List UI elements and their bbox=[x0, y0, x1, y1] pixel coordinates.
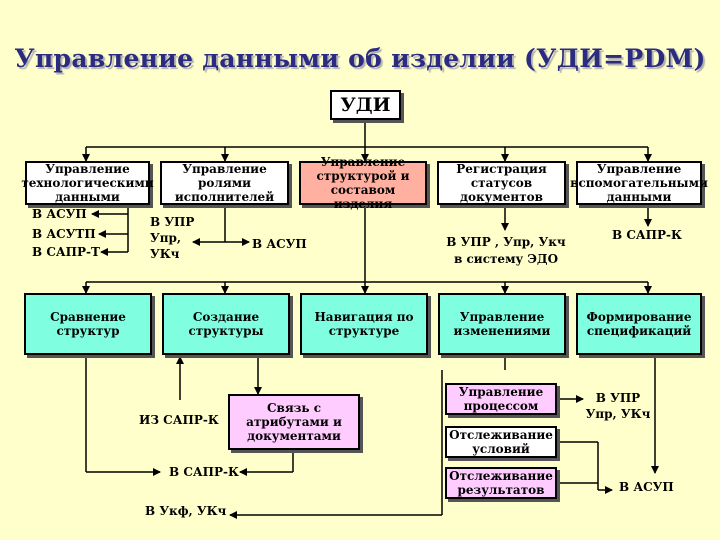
label-upr-edo: В УПР , Упр, Укч в систему ЭДО bbox=[446, 235, 566, 266]
conditions-box: Отслеживание условий bbox=[445, 426, 557, 458]
create-label: Создание структуры bbox=[188, 310, 264, 338]
root-box: УДИ bbox=[330, 90, 401, 120]
aux-data-label: Управление вспомогательными данными bbox=[570, 162, 708, 204]
conditions-label: Отслеживание условий bbox=[449, 428, 553, 456]
changes-box: Управление изменениями bbox=[438, 293, 566, 355]
label-upr-roles: В УПР Упр, УКч bbox=[150, 215, 195, 261]
roles-box: Управление ролями исполнителей bbox=[160, 161, 289, 205]
results-box: Отслеживание результатов bbox=[445, 467, 557, 499]
links-label: Связь с атрибутами и документами bbox=[246, 401, 342, 443]
root-label: УДИ bbox=[340, 94, 391, 116]
process-label: Управление процессом bbox=[458, 385, 544, 413]
label-asutp: В АСУТП bbox=[32, 227, 96, 241]
status-label: Регистрация статусов документов bbox=[456, 162, 547, 204]
tech-data-label: Управление технологическими данными bbox=[21, 162, 154, 204]
create-box: Создание структуры bbox=[162, 293, 290, 355]
label-v-ukf: В Укф, УКч bbox=[145, 504, 227, 518]
label-asup-tech: В АСУП bbox=[32, 207, 87, 221]
label-v-sapr-k: В САПР-К bbox=[169, 465, 239, 479]
tech-data-box: Управление технологическими данными bbox=[21, 161, 154, 205]
navigate-label: Навигация по структуре bbox=[314, 310, 414, 338]
roles-label: Управление ролями исполнителей bbox=[174, 162, 275, 204]
aux-data-box: Управление вспомогательными данными bbox=[570, 161, 708, 205]
status-box: Регистрация статусов документов bbox=[437, 161, 566, 205]
results-label: Отслеживание результатов bbox=[449, 469, 553, 497]
structure-label: Управление структурой и составом изделия bbox=[316, 155, 410, 211]
changes-label: Управление изменениями bbox=[453, 310, 551, 338]
compare-box: Сравнение структур bbox=[24, 293, 152, 355]
label-v-upr-proc: В УПР Упр, УКч bbox=[585, 391, 651, 421]
links-box: Связь с атрибутами и документами bbox=[228, 394, 360, 450]
spec-label: Формирование спецификаций bbox=[586, 310, 692, 338]
process-box: Управление процессом bbox=[445, 383, 557, 415]
page-title: Управление данными об изделии (УДИ=PDM) bbox=[14, 44, 706, 73]
label-sapr-k-aux: В САПР-К bbox=[612, 228, 682, 242]
structure-box: Управление структурой и составом изделия bbox=[299, 155, 427, 211]
label-v-asup-end: В АСУП bbox=[619, 480, 674, 494]
spec-box: Формирование спецификаций bbox=[576, 293, 702, 355]
label-sapr-t: В САПР-Т bbox=[32, 245, 100, 259]
label-iz-sapr-k: ИЗ САПР-К bbox=[139, 413, 219, 427]
compare-label: Сравнение структур bbox=[50, 310, 126, 338]
label-asup-roles: В АСУП bbox=[252, 237, 307, 251]
navigate-box: Навигация по структуре bbox=[300, 293, 428, 355]
